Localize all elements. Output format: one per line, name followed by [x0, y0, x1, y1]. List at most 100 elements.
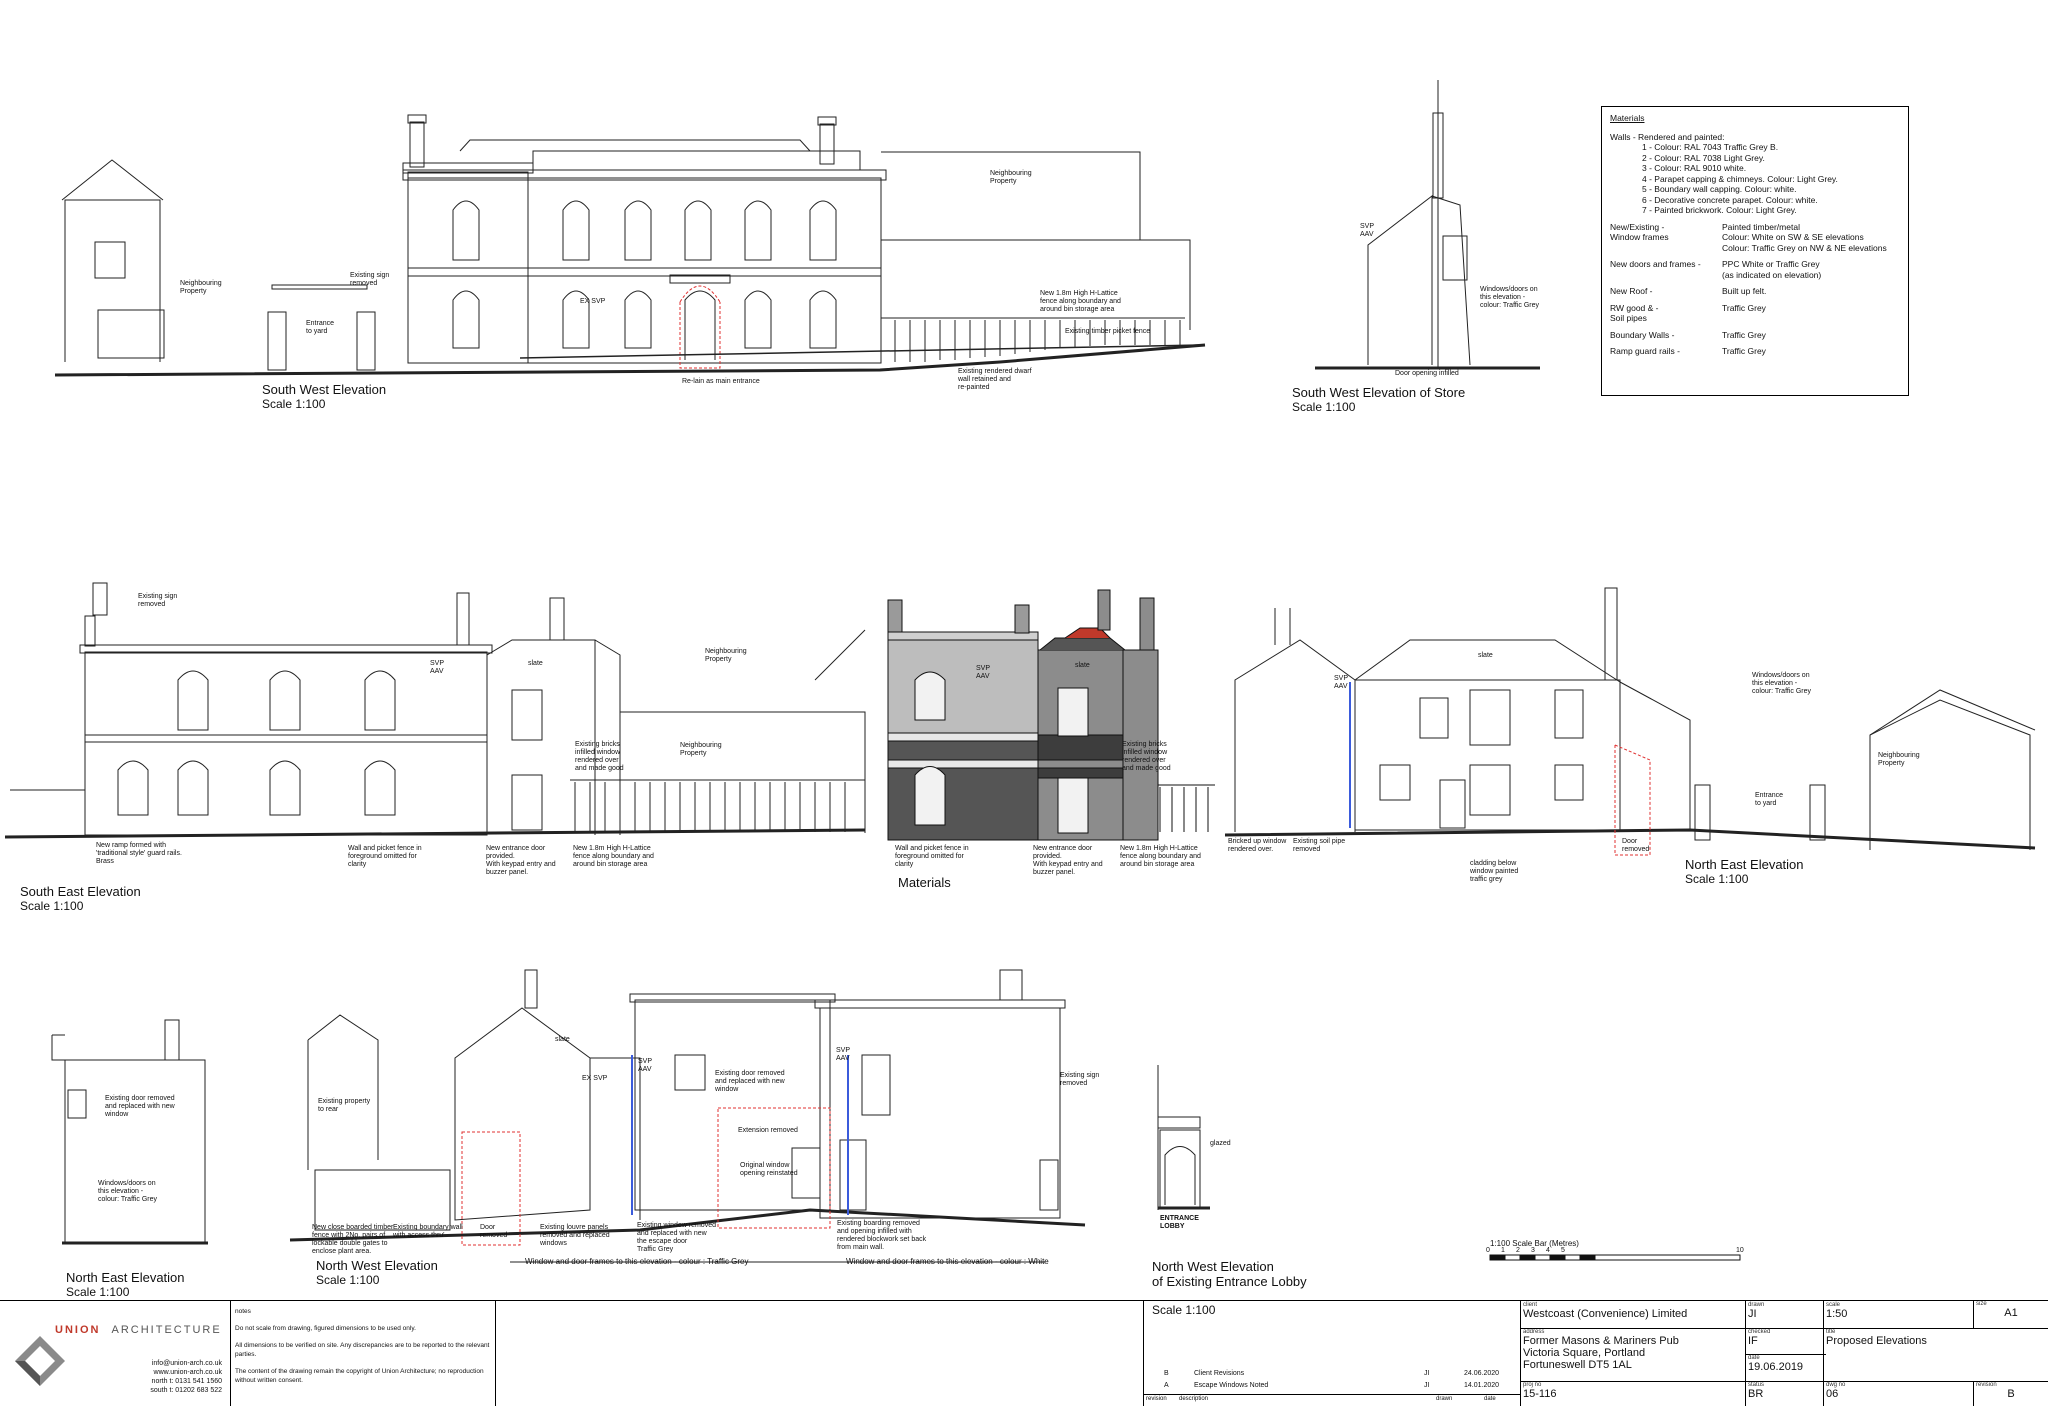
note-svp-nw: SVP AAV: [638, 1058, 653, 1073]
note-louvre: Existing louvre panels removed and repla…: [540, 1224, 610, 1247]
status-value: BR: [1748, 1388, 1764, 1400]
note-frames-white: Window and door frames to this elevation…: [846, 1257, 1049, 1266]
drawn-caption: drawn: [1748, 1302, 1765, 1308]
note-existing-bricks: Existing bricks infilled window rendered…: [575, 741, 624, 772]
note-boarding: Existing boarding removed and opening in…: [837, 1220, 927, 1251]
note-ex-svp: EX SVP: [580, 298, 606, 305]
materials-key: RW good & - Soil pipes: [1610, 302, 1659, 324]
note-line: The content of the drawing remain the co…: [235, 1368, 484, 1384]
revision-value: B: [2007, 1388, 2015, 1400]
note-glazed: glazed: [1210, 1140, 1231, 1147]
revisions-table: B Client Revisions JI 24.06.2020 A Escap…: [1143, 1301, 1521, 1406]
note-entrance-yard: Entrance to yard: [306, 320, 335, 335]
note-windows-traffic-ne: Windows/doors on this elevation - colour…: [1752, 672, 1812, 695]
note-new-fence: New 1.8m High H-Lattice fence along boun…: [1040, 290, 1121, 313]
note-boundary-wall: Existing boundary wall with access thru': [393, 1224, 463, 1239]
nw-lobby-drawing: [1157, 1065, 1210, 1210]
notes-heading: notes: [235, 1308, 251, 1315]
note-line: Do not scale from drawing, figured dimen…: [235, 1325, 416, 1332]
project-value: 15-116: [1523, 1388, 1557, 1400]
date-value: 19.06.2019: [1748, 1361, 1804, 1373]
logo-text: UNION ARCHITECTURE: [55, 1324, 222, 1336]
logo-architecture: ARCHITECTURE: [111, 1324, 222, 1336]
header-revision: revision: [1146, 1396, 1167, 1402]
walls-item: 7 - Painted brickwork. Colour: Light Gre…: [1642, 205, 1797, 215]
note-new-fence-mat: New 1.8m High H-Lattice fence along boun…: [1120, 845, 1201, 868]
size-caption: size: [1976, 1301, 1987, 1307]
note-svp-mat: SVP AAV: [976, 665, 991, 680]
scale-tick: 5: [1561, 1247, 1565, 1254]
note-sign-removed-se: Existing sign removed: [138, 593, 178, 608]
note-sign-removed-nw: Existing sign removed: [1060, 1072, 1100, 1087]
note-slate-se: slate: [528, 660, 543, 667]
view-name: North East Elevation: [66, 1270, 185, 1285]
project-info: client Westcoast (Convenience) Limited a…: [1520, 1301, 1748, 1406]
south-east-elevation-drawing: [4, 582, 866, 839]
walls-label: Walls - Rendered and painted:: [1610, 131, 1725, 142]
note-neighbouring: Neighbouring Property: [180, 280, 222, 295]
materials-value: Traffic Grey: [1722, 329, 1766, 340]
note-extension-removed: Extension removed: [738, 1127, 798, 1134]
view-scale: Scale 1:100: [66, 1285, 130, 1299]
scale-tick: 1: [1501, 1247, 1505, 1254]
walls-item: 5 - Boundary wall capping. Colour: white…: [1642, 184, 1797, 194]
view-name: Materials: [898, 875, 951, 890]
scale-bar: [1489, 1254, 1741, 1261]
north-east-elevation-drawing: [1224, 587, 2036, 856]
view-scale: Scale 1:100: [316, 1273, 380, 1287]
view-title-north-east-small: North East Elevation Scale 1:100: [66, 1270, 185, 1299]
revision-date: 24.06.2020: [1464, 1370, 1500, 1377]
note-original-window: Original window opening reinstated: [740, 1162, 798, 1177]
materials-value: Traffic Grey: [1722, 302, 1766, 313]
client-caption: client: [1523, 1302, 1538, 1308]
materials-value: PPC White or Traffic Grey (as indicated …: [1722, 259, 1822, 280]
note-window-removed: Existing window removed and replaced wit…: [637, 1222, 716, 1253]
note-new-entrance-door: New entrance door provided. With keypad …: [486, 845, 556, 876]
client-value: Westcoast (Convenience) Limited: [1523, 1308, 1688, 1320]
note-neighbouring-se2: Neighbouring Property: [705, 648, 747, 663]
note-new-ramp: New ramp formed with 'traditional style'…: [96, 842, 182, 865]
note-svp-nw2: SVP AAV: [836, 1047, 851, 1062]
view-title-north-west: North West Elevation Scale 1:100: [316, 1258, 438, 1287]
note-door-infilled: Door opening infilled: [1395, 370, 1459, 377]
view-scale: Scale 1:100: [1685, 872, 1749, 886]
view-scale: Scale 1:100: [1292, 400, 1356, 414]
title-block: UNION ARCHITECTURE info@union-arch.co.uk…: [0, 1300, 2048, 1406]
materials-row: RW good & - Soil pipes Traffic Grey: [1610, 303, 1900, 324]
contact-south: south t: 01202 683 522: [150, 1387, 222, 1394]
view-title-south-west-store: South West Elevation of Store Scale 1:10…: [1292, 385, 1465, 414]
note-door-replaced-ne-small: Existing door removed and replaced with …: [105, 1095, 175, 1118]
view-name: South East Elevation: [20, 884, 141, 899]
checked-caption: checked: [1748, 1329, 1771, 1335]
walls-item: 4 - Parapet capping & chimneys. Colour: …: [1642, 173, 1838, 184]
materials-value: Painted timber/metal Colour: White on SW…: [1722, 221, 1887, 253]
contact-email: info@union-arch.co.uk: [151, 1360, 222, 1367]
union-logo-icon: [15, 1336, 65, 1386]
drawn-value: JI: [1748, 1308, 1757, 1320]
south-west-elevation-drawing: [54, 114, 1206, 377]
logo-panel: UNION ARCHITECTURE info@union-arch.co.uk…: [0, 1301, 230, 1406]
note-ex-svp-nw: EX SVP: [582, 1075, 608, 1082]
contact-web: www.union-arch.co.uk: [153, 1369, 222, 1376]
view-title-nw-lobby: North West Elevation of Existing Entranc…: [1152, 1245, 1307, 1331]
scale-tick: 3: [1531, 1247, 1535, 1254]
scale-tick: 4: [1546, 1247, 1550, 1254]
note-line: All dimensions to be verified on site. A…: [235, 1342, 490, 1358]
blank-panel: [495, 1301, 1143, 1406]
view-name: North West Elevation: [316, 1258, 438, 1273]
view-title-materials: Materials: [898, 875, 951, 890]
note-neighbouring-bg: Neighbouring Property: [990, 170, 1032, 185]
note-slate-ne: slate: [1478, 652, 1493, 659]
dwg-caption: dwg no: [1826, 1382, 1846, 1388]
address-field: address Former Masons & Mariners Pub Vic…: [1521, 1328, 1748, 1371]
note-frames-traffic: Window and door frames to this elevation…: [525, 1257, 749, 1266]
size-value: A1: [2004, 1307, 2018, 1319]
view-name: South West Elevation: [262, 382, 387, 397]
